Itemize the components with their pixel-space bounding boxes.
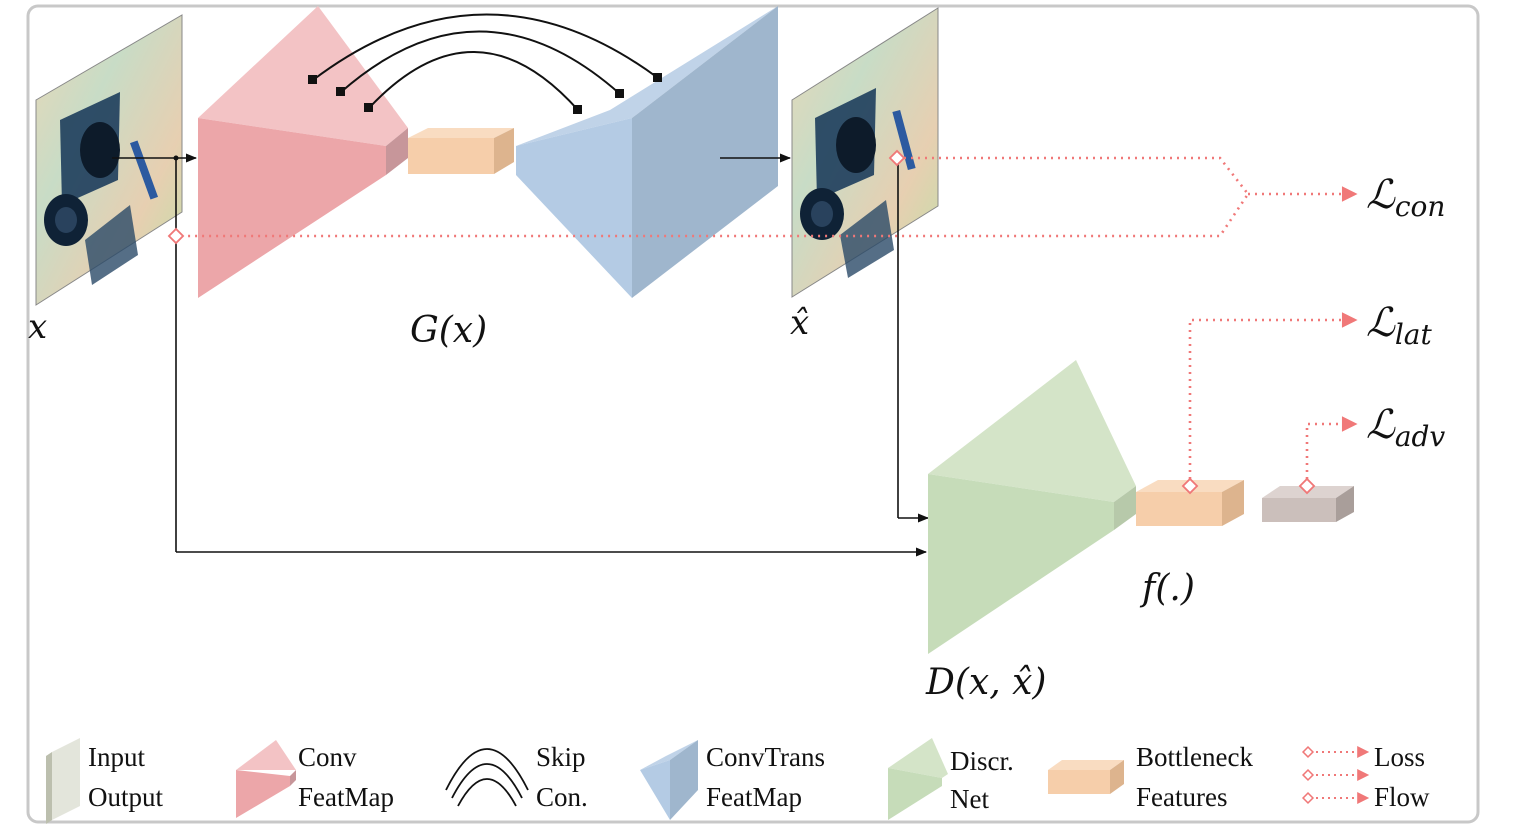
legend-skip-line2: Con. bbox=[536, 782, 588, 812]
encoder-conv-featmap bbox=[198, 6, 408, 298]
legend-skip-icon bbox=[445, 748, 529, 807]
loss-con-label: ℒcon bbox=[1366, 172, 1445, 223]
branch-point bbox=[173, 155, 179, 161]
skip-connections bbox=[312, 13, 659, 111]
legend-io-icon bbox=[46, 738, 80, 824]
generator-bottleneck bbox=[408, 128, 514, 174]
discriminator-features bbox=[1136, 480, 1244, 526]
discriminator-label: D(x, x̂) bbox=[925, 662, 1046, 703]
output-label: x̂ bbox=[790, 303, 809, 343]
feature-label: f(.) bbox=[1139, 568, 1195, 609]
skip-connection-endpoints bbox=[308, 73, 662, 114]
loss-flow-nodes bbox=[167, 149, 1316, 495]
generator-label: G(x) bbox=[410, 310, 487, 351]
legend-conv-icon bbox=[236, 740, 296, 818]
legend-convtrans-line1: ConvTrans bbox=[706, 742, 825, 772]
legend-bottleneck-line2: Features bbox=[1136, 782, 1227, 812]
loss-adv-label: ℒadv bbox=[1366, 402, 1445, 453]
legend-io-line1: Input bbox=[88, 742, 145, 772]
legend-skip-line1: Skip bbox=[536, 742, 586, 772]
legend-convtrans-icon bbox=[640, 740, 698, 820]
input-label: x bbox=[28, 307, 47, 347]
output-image bbox=[791, 7, 939, 298]
legend-bottleneck-line1: Bottleneck bbox=[1136, 742, 1253, 772]
diagram-frame bbox=[26, 4, 1480, 824]
legend-discr-icon bbox=[888, 738, 948, 820]
legend-conv-line2: FeatMap bbox=[298, 782, 394, 812]
legend-lossflow-line2: Flow bbox=[1374, 782, 1430, 812]
legend-discr-line1: Discr. bbox=[950, 746, 1014, 776]
data-flow-arrows bbox=[112, 153, 930, 557]
loss-lat-label: ℒlat bbox=[1366, 300, 1432, 351]
input-image bbox=[35, 14, 183, 306]
legend: Input Output Conv FeatMap Skip Con. Conv… bbox=[46, 738, 1430, 824]
legend-io-line2: Output bbox=[88, 782, 164, 812]
legend-conv-line1: Conv bbox=[298, 742, 357, 772]
legend-lossflow-line1: Loss bbox=[1374, 742, 1425, 772]
legend-convtrans-line2: FeatMap bbox=[706, 782, 802, 812]
decoder-convtrans-featmap bbox=[516, 6, 778, 298]
legend-lossflow-nodes bbox=[1301, 745, 1315, 805]
discriminator-net bbox=[928, 360, 1136, 654]
legend-lossflow-icon bbox=[1310, 746, 1370, 804]
legend-bottleneck-icon bbox=[1048, 760, 1124, 794]
loss-flows bbox=[176, 156, 1358, 486]
legend-discr-line2: Net bbox=[950, 784, 989, 814]
